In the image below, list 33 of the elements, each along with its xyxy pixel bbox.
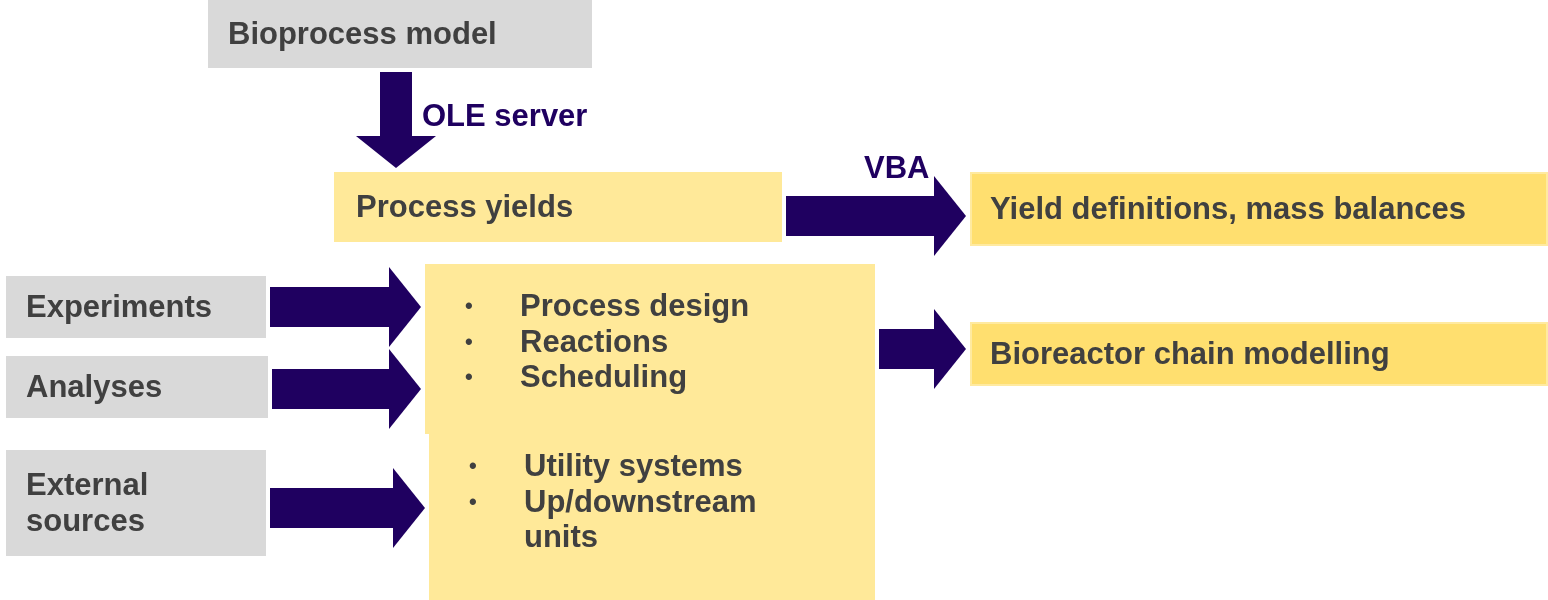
- bullet-marker: •: [465, 363, 474, 392]
- box-label: Yield definitions, mass balances: [990, 191, 1468, 227]
- process-box: [334, 172, 782, 242]
- list-item: Process design: [520, 288, 751, 324]
- input-box: [6, 356, 268, 418]
- box-label: Bioprocess model: [228, 16, 498, 52]
- list-box: [425, 264, 875, 434]
- input-box: [6, 450, 266, 556]
- box-label: Bioreactor chain modelling: [990, 336, 1391, 372]
- bullet-marker: •: [469, 487, 478, 516]
- bullet-marker: •: [469, 452, 478, 480]
- box-label: Process yields: [356, 189, 575, 225]
- box-label: Analyses: [26, 369, 164, 405]
- output-box: [970, 322, 1548, 386]
- output-box: [970, 172, 1548, 246]
- list-item: Utility systems: [524, 448, 744, 484]
- block-arrow: [786, 176, 966, 256]
- bullet-marker: •: [465, 327, 474, 356]
- edge-label: VBA: [864, 150, 930, 186]
- block-arrow: [272, 349, 421, 429]
- box-label: External sources: [26, 467, 150, 539]
- input-box: [6, 276, 266, 338]
- block-arrow: [270, 468, 425, 548]
- block-arrow: [270, 267, 421, 347]
- input-box: [208, 0, 592, 68]
- block-arrow: [356, 72, 436, 168]
- block-arrow: [879, 309, 966, 389]
- list-item: Reactions: [520, 323, 670, 360]
- list-box: [429, 434, 875, 600]
- bullet-marker: •: [465, 292, 474, 320]
- box-label: Experiments: [26, 289, 214, 325]
- list-item: Up/downstream units: [524, 483, 758, 555]
- list-item: Scheduling: [520, 359, 689, 395]
